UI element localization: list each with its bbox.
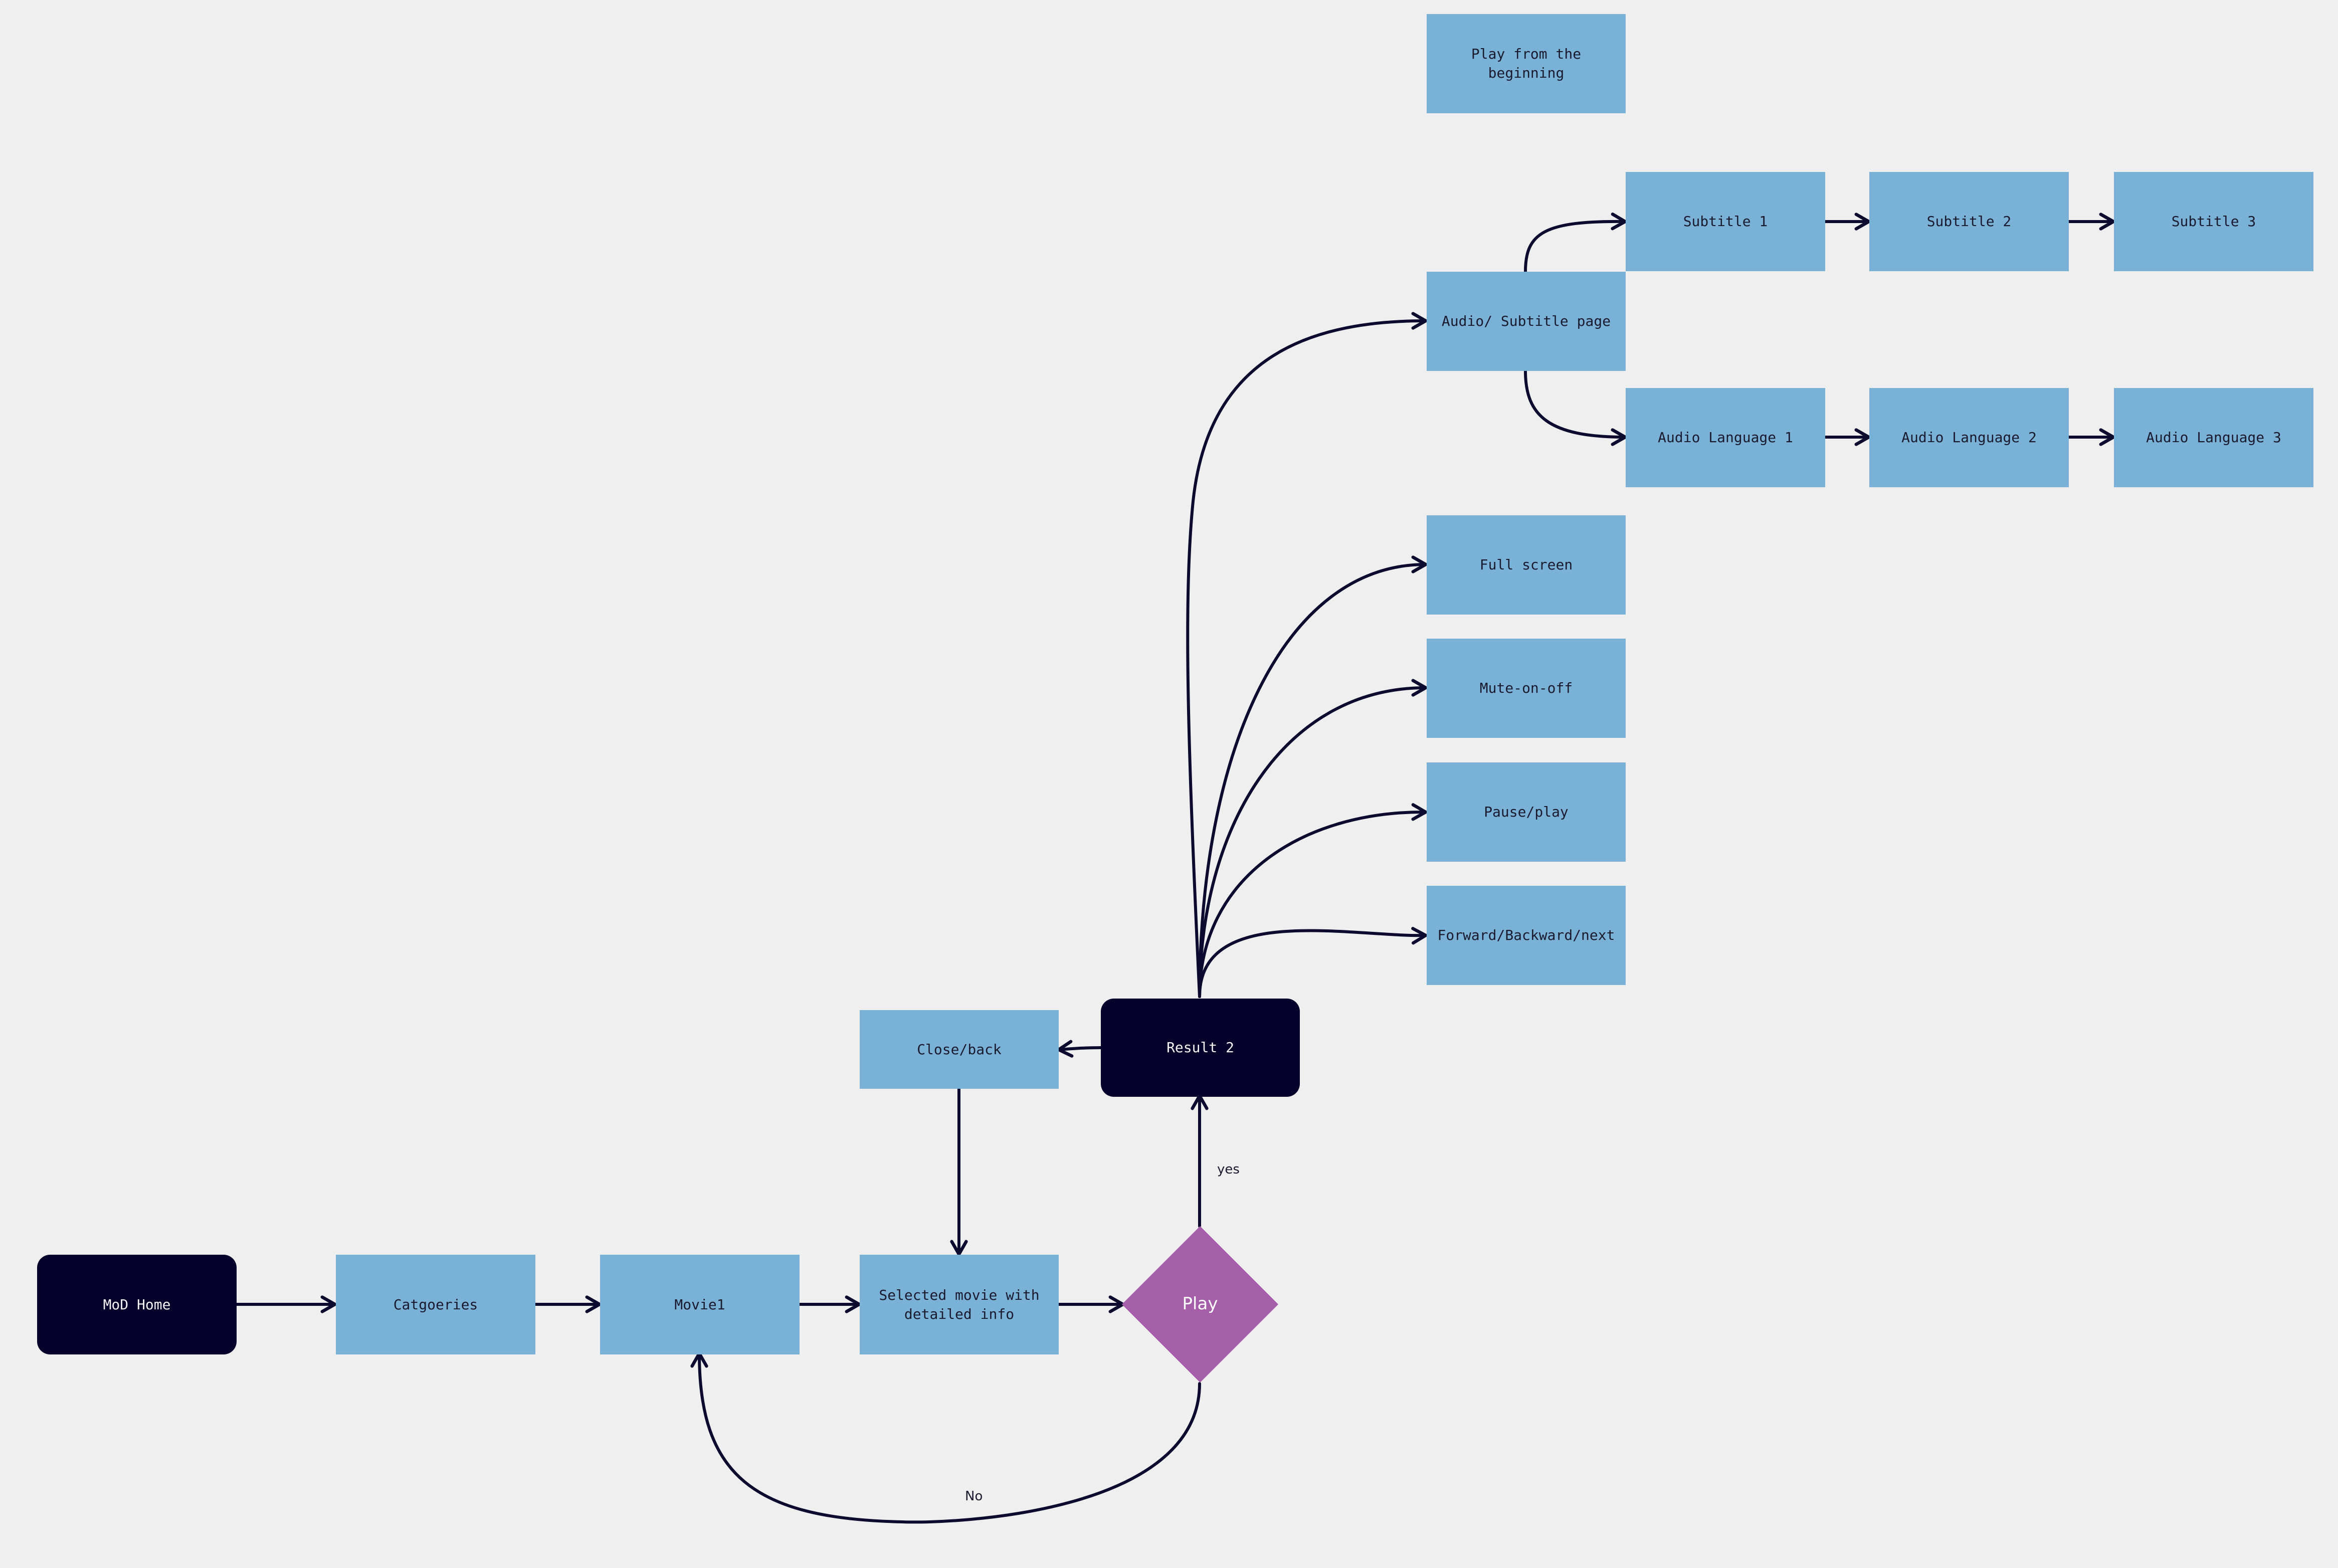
node-pause-play: Pause/play [1427, 762, 1626, 862]
edge-audio-subtitle-to-subtitle1 [1524, 213, 1627, 273]
edge-result2-to-fullscreen [1198, 555, 1428, 998]
edge-result2-to-pause [1198, 803, 1428, 998]
node-subtitle-3: Subtitle 3 [2114, 172, 2313, 271]
edge-result2-to-mute [1198, 679, 1428, 998]
node-audio-subtitle-page: Audio/ Subtitle page [1427, 272, 1626, 371]
node-play-label: Play [1182, 1294, 1218, 1314]
node-play-decision: Play [1122, 1226, 1278, 1383]
edge-result2-to-forward [1198, 927, 1428, 998]
node-mod-home: MoD Home [37, 1255, 237, 1354]
node-movie1: Movie1 [600, 1255, 800, 1354]
decision-diamond-shape [1122, 1226, 1278, 1383]
edge-result2-to-audio-subtitle [1186, 312, 1428, 998]
node-close-back: Close/back [860, 1010, 1059, 1089]
node-selected-movie: Selected movie with detailed info [860, 1255, 1059, 1354]
node-audio-language-1: Audio Language 1 [1626, 388, 1825, 487]
node-subtitle-2: Subtitle 2 [1869, 172, 2069, 271]
node-categories: Catgoeries [336, 1255, 535, 1354]
node-audio-language-3: Audio Language 3 [2114, 388, 2313, 487]
node-full-screen: Full screen [1427, 515, 1626, 615]
edge-audio-subtitle-to-audio-lang1 [1524, 369, 1627, 446]
node-subtitle-1: Subtitle 1 [1626, 172, 1825, 271]
edge-play-no-to-movie1 [690, 1351, 1201, 1524]
node-play-from-beginning: Play from the beginning [1427, 14, 1626, 113]
edge-result2-to-close [1057, 1040, 1102, 1058]
edge-label-yes: yes [1217, 1162, 1240, 1177]
node-result-2: Result 2 [1101, 999, 1300, 1097]
node-forward-backward-next: Forward/Backward/next [1427, 886, 1626, 985]
node-mute-on-off: Mute-on-off [1427, 639, 1626, 738]
edge-label-no: No [965, 1489, 983, 1504]
node-audio-language-2: Audio Language 2 [1869, 388, 2069, 487]
